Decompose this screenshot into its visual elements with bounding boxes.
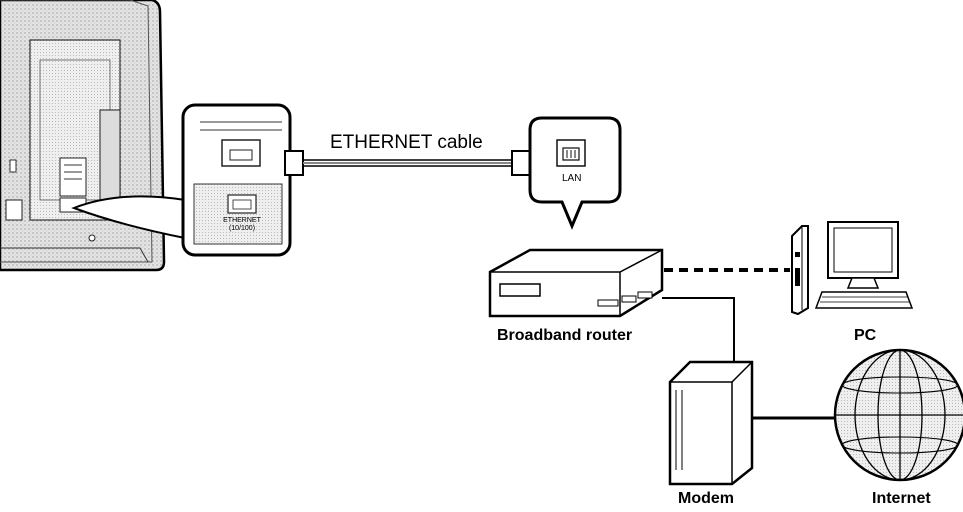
port-label: ETHERNET (10/100) <box>212 217 272 233</box>
ethernet-port-icon <box>227 194 257 214</box>
pc-label: PC <box>854 327 877 344</box>
tv-rear-panel-icon <box>0 0 166 272</box>
ethernet-cable-label: ETHERNET cable <box>330 132 483 153</box>
ethernet-cable <box>284 150 535 176</box>
lan-port-icon <box>556 139 586 167</box>
router-modem-link <box>662 297 735 362</box>
modem-label: Modem <box>678 490 734 507</box>
internet-label: Internet <box>872 490 931 507</box>
router-label: Broadband router <box>497 327 633 344</box>
broadband-router-icon <box>488 248 664 318</box>
port-label-line2: (10/100) <box>228 225 256 232</box>
globe-icon <box>833 348 963 482</box>
lan-callout-bubble <box>528 116 622 230</box>
port-label-line1: ETHERNET <box>223 217 261 224</box>
port-zoom-box <box>181 103 292 257</box>
lan-label: LAN <box>562 173 582 184</box>
modem-icon <box>668 360 754 486</box>
desktop-pc-icon <box>791 221 914 316</box>
